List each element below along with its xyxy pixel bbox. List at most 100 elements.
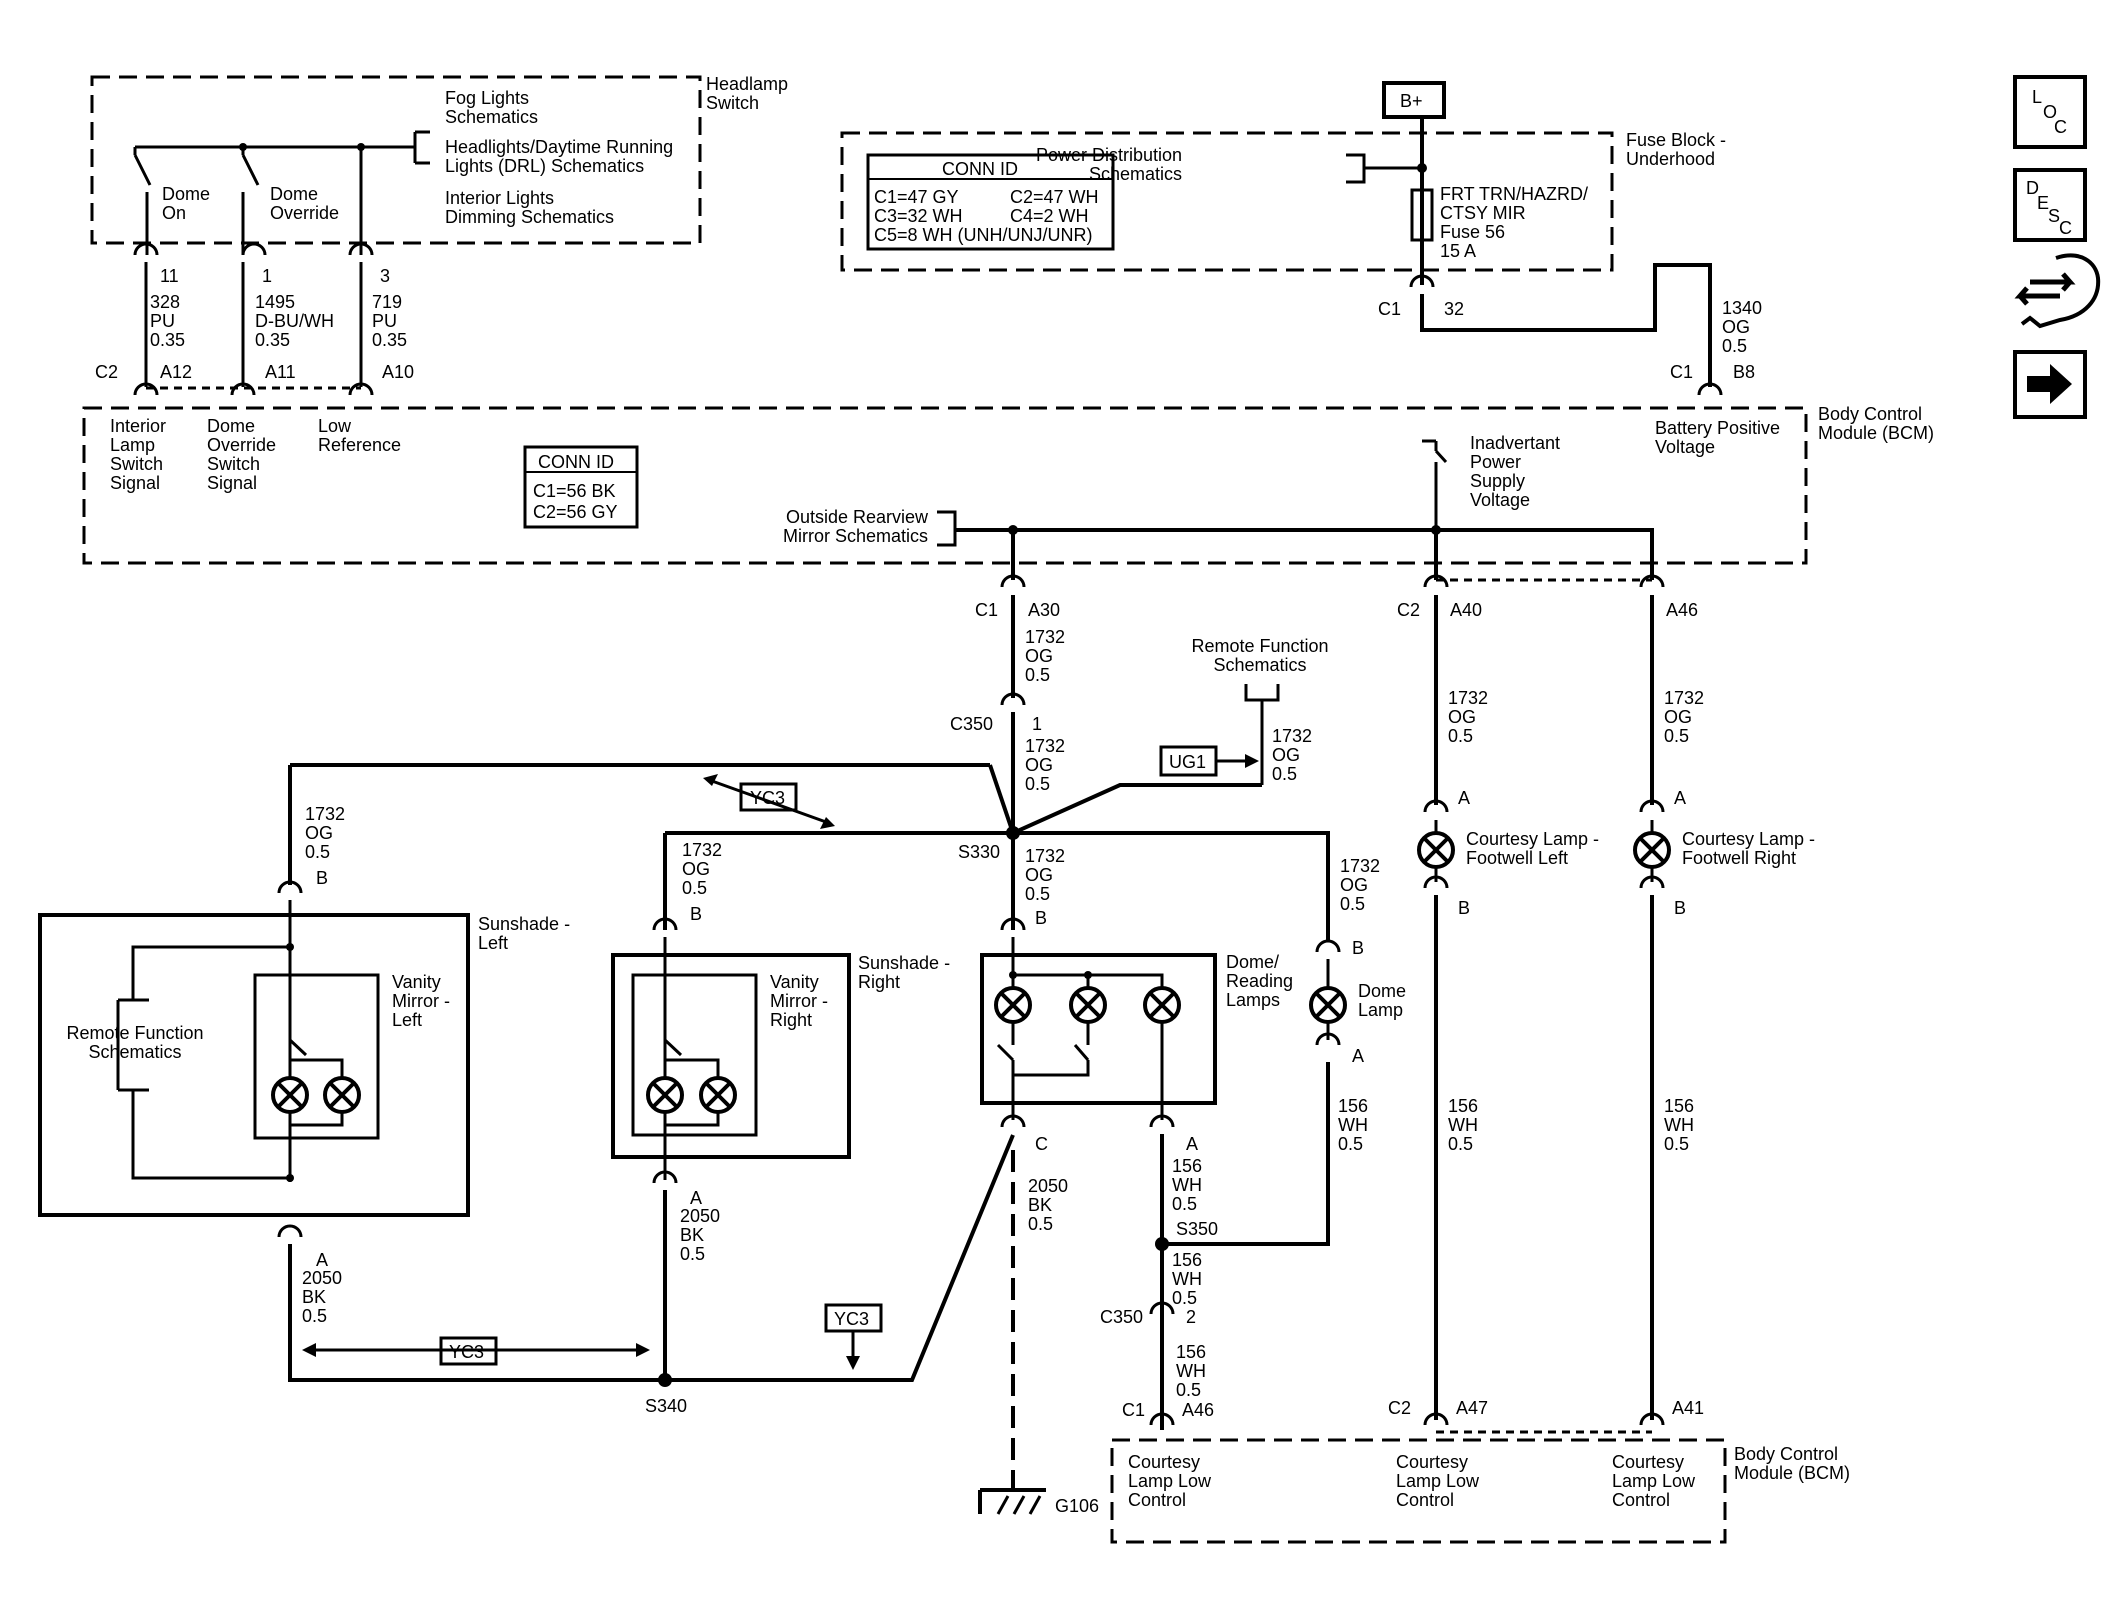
desc-e: E — [2037, 193, 2049, 213]
pin-b-courtesy-left: B — [1458, 898, 1470, 918]
pin-a47: A47 — [1456, 1398, 1488, 1418]
fuse-c1-label: C1 — [1378, 299, 1401, 319]
pin-a41: A41 — [1672, 1398, 1704, 1418]
pin-a-courtesy-left: A — [1458, 788, 1470, 808]
fuse-conn-row-c5: C5=8 WH (UNH/UNJ/UNR) — [874, 225, 1093, 245]
pin-a11: A11 — [265, 362, 296, 382]
courtesy-left-lamp — [1417, 831, 1455, 869]
loc-button[interactable]: L O C — [2013, 75, 2087, 149]
fuse-conn-row-c4: C4=2 WH — [1010, 206, 1089, 226]
bcm-bottom-c2: C2 — [1388, 1398, 1411, 1418]
loc-c: C — [2054, 117, 2067, 137]
pin-a40: A40 — [1450, 600, 1482, 620]
pin-b-courtesy-right: B — [1674, 898, 1686, 918]
sunshade-right-label: Sunshade -Right — [858, 953, 950, 992]
courtesy-right-lamp — [1633, 831, 1671, 869]
pin-a30: A30 — [1028, 600, 1060, 620]
g106-label: G106 — [1055, 1496, 1099, 1516]
fuse-conn-id-title: CONN ID — [942, 159, 1018, 179]
dome-lamp-2 — [1069, 986, 1107, 1024]
desc-s: S — [2048, 206, 2060, 226]
yc3-bottom-mid: YC3 — [834, 1309, 869, 1329]
pin-b-dome: B — [1035, 908, 1047, 928]
pin-b-domelamp: B — [1352, 938, 1364, 958]
fuse-block-label: Fuse Block -Underhood — [1626, 130, 1726, 169]
fuse-conn-row-c2: C2=47 WH — [1010, 187, 1099, 207]
pin-a46-bottom: A46 — [1182, 1400, 1214, 1420]
s350-label: S350 — [1176, 1219, 1218, 1239]
bcm-conn-row-c1: C1=56 BK — [533, 481, 616, 501]
courtesy-left-label: Courtesy Lamp -Footwell Left — [1466, 829, 1599, 868]
pin-c-dome: C — [1035, 1134, 1048, 1154]
c350-pin2: 2 — [1186, 1307, 1196, 1327]
bcm-bottom-c1: C1 — [1122, 1400, 1145, 1420]
dome-lamp-bulb — [1309, 986, 1347, 1024]
fuse-pin-32: 32 — [1444, 299, 1464, 319]
pin-a46-top: A46 — [1666, 600, 1698, 620]
bcm-c1-top: C1 — [1670, 362, 1693, 382]
yc3-top: YC3 — [750, 788, 785, 808]
pin-11: 11 — [160, 266, 179, 286]
pin-a-dome: A — [1186, 1134, 1198, 1154]
c1-a30-conn: C1 — [975, 600, 998, 620]
pin-a10: A10 — [382, 362, 414, 382]
vanity-right-lamp-1 — [646, 1076, 684, 1114]
c350-bottom-label: C350 — [1100, 1307, 1143, 1327]
pin-b-right: B — [690, 904, 702, 924]
sunshade-left-label: Sunshade -Left — [478, 914, 570, 953]
fuse-conn-row-c3: C3=32 WH — [874, 206, 963, 226]
next-button[interactable] — [2013, 350, 2087, 419]
dome-lamp-3 — [1143, 986, 1181, 1024]
desc-button[interactable]: D E S C — [2013, 168, 2087, 242]
connector-icon[interactable] — [2014, 253, 2101, 329]
s330-label: S330 — [958, 842, 1000, 862]
pin-a-left: A — [316, 1250, 328, 1270]
pin-a-right: A — [690, 1188, 702, 1208]
loc-l: L — [2032, 87, 2042, 107]
arrow-right-icon — [2027, 364, 2072, 404]
fuse-block: B+ Fuse Block -Underhood CONN ID C1=47 G… — [840, 81, 1762, 396]
bcm-conn-id-title: CONN ID — [538, 452, 614, 472]
desc-c: C — [2059, 218, 2072, 238]
vanity-left-lamp-1 — [271, 1076, 309, 1114]
vanity-right-lamp-2 — [699, 1076, 737, 1114]
courtesy-right-label: Courtesy Lamp -Footwell Right — [1682, 829, 1815, 868]
